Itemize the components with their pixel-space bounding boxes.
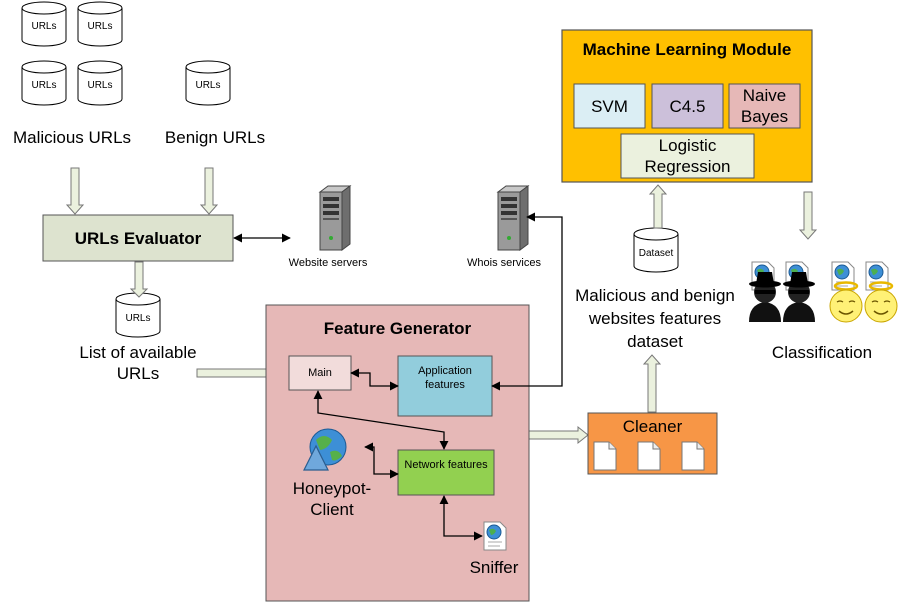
list-available-urls-label: List of available URLs — [79, 343, 197, 383]
application-features-label: Application features — [418, 365, 472, 391]
website-servers-label: Website servers — [288, 257, 368, 269]
sniffer-document-icon — [483, 521, 507, 551]
connector-honeypot-network — [364, 442, 399, 479]
url-db-label: URLs — [87, 80, 113, 91]
document-icon — [681, 441, 705, 471]
arrow-cleaner-to-dataset — [642, 354, 662, 413]
c45-box — [651, 83, 724, 129]
arrow-benign-to-evaluator — [199, 167, 219, 215]
network-features-label: Network features — [404, 459, 488, 471]
document-icon — [593, 441, 617, 471]
honeypot-client-label: Honeypot-Client — [292, 479, 372, 519]
benign-urls-label: Benign URLs — [164, 128, 266, 147]
url-db-label: URLs — [195, 80, 221, 91]
dataset-description-label: Malicious and benign websites features d… — [575, 286, 735, 351]
url-db-label: URLs — [31, 80, 57, 91]
url-db-label: URLs — [87, 21, 113, 32]
url-db-label: URLs — [31, 21, 57, 32]
logistic-regression-label: Logistic Regression — [644, 136, 731, 176]
naive-bayes-label: Naive Bayes — [740, 86, 789, 126]
whois-services-label: Whois services — [467, 257, 541, 269]
connector-app-whois — [491, 212, 563, 391]
connector-main-network — [313, 390, 449, 450]
network-features-box — [397, 449, 495, 496]
document-icon — [637, 441, 661, 471]
globe-icon — [303, 428, 347, 471]
arrow-malicious-to-evaluator — [65, 167, 85, 215]
svm-box — [573, 83, 646, 129]
svm-label: SVM — [591, 97, 628, 116]
connector-network-sniffer — [439, 495, 483, 541]
arrow-dataset-to-ml — [648, 184, 668, 229]
sniffer-label: Sniffer — [469, 558, 519, 577]
main-label: Main — [308, 367, 332, 379]
ml-module-label: Machine Learning Module — [582, 40, 792, 59]
connector-main-app — [350, 368, 399, 391]
naive-bayes-box — [728, 83, 801, 129]
arrow-ml-to-classification — [798, 191, 818, 240]
classification-label: Classification — [771, 343, 873, 362]
url-db-label: URLs — [125, 313, 151, 324]
malicious-urls-label: Malicious URLs — [12, 128, 132, 147]
arrow-evaluator-to-urls — [129, 261, 149, 298]
server-icon — [319, 185, 351, 251]
feature-generator-label: Feature Generator — [323, 319, 472, 338]
cleaner-label: Cleaner — [622, 417, 683, 436]
dataset-label: Dataset — [638, 248, 674, 259]
logistic-regression-box — [620, 133, 755, 179]
c45-label: C4.5 — [669, 97, 706, 116]
server-icon — [497, 185, 529, 251]
urls-evaluator-box — [42, 214, 234, 262]
arrow-generator-to-cleaner — [528, 425, 589, 445]
urls-evaluator-label: URLs Evaluator — [74, 229, 202, 248]
